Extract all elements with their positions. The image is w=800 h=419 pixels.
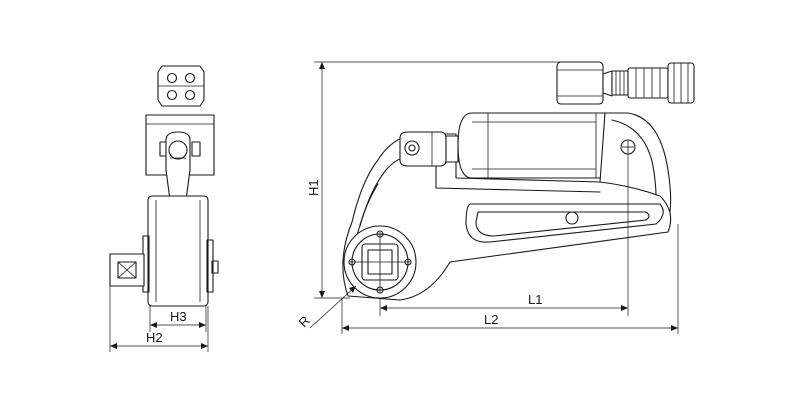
dimension-h2: H2 [109,286,209,352]
front-view: H1 L1 L2 R [296,61,695,334]
hose-coupler [556,61,695,105]
label-h2: H2 [146,330,163,345]
dimension-h1: H1 [306,61,560,299]
side-swivel-coupler [157,65,205,107]
hydraulic-cylinder [457,112,606,179]
wrench-housing [342,133,672,301]
side-housing [142,195,219,307]
link-pivot [399,131,459,167]
square-drive-head [343,225,417,299]
label-l1: L1 [528,292,542,307]
label-h1: H1 [306,179,321,196]
dimension-h3: H3 [149,306,207,332]
side-link-arm [165,131,191,201]
dimension-l1: L1 [379,154,629,316]
dimension-l2: L2 [341,224,679,334]
side-square-drive [109,253,145,287]
label-h3: H3 [170,309,187,324]
side-view: H3 H2 [109,65,219,352]
label-l2: L2 [484,312,498,327]
